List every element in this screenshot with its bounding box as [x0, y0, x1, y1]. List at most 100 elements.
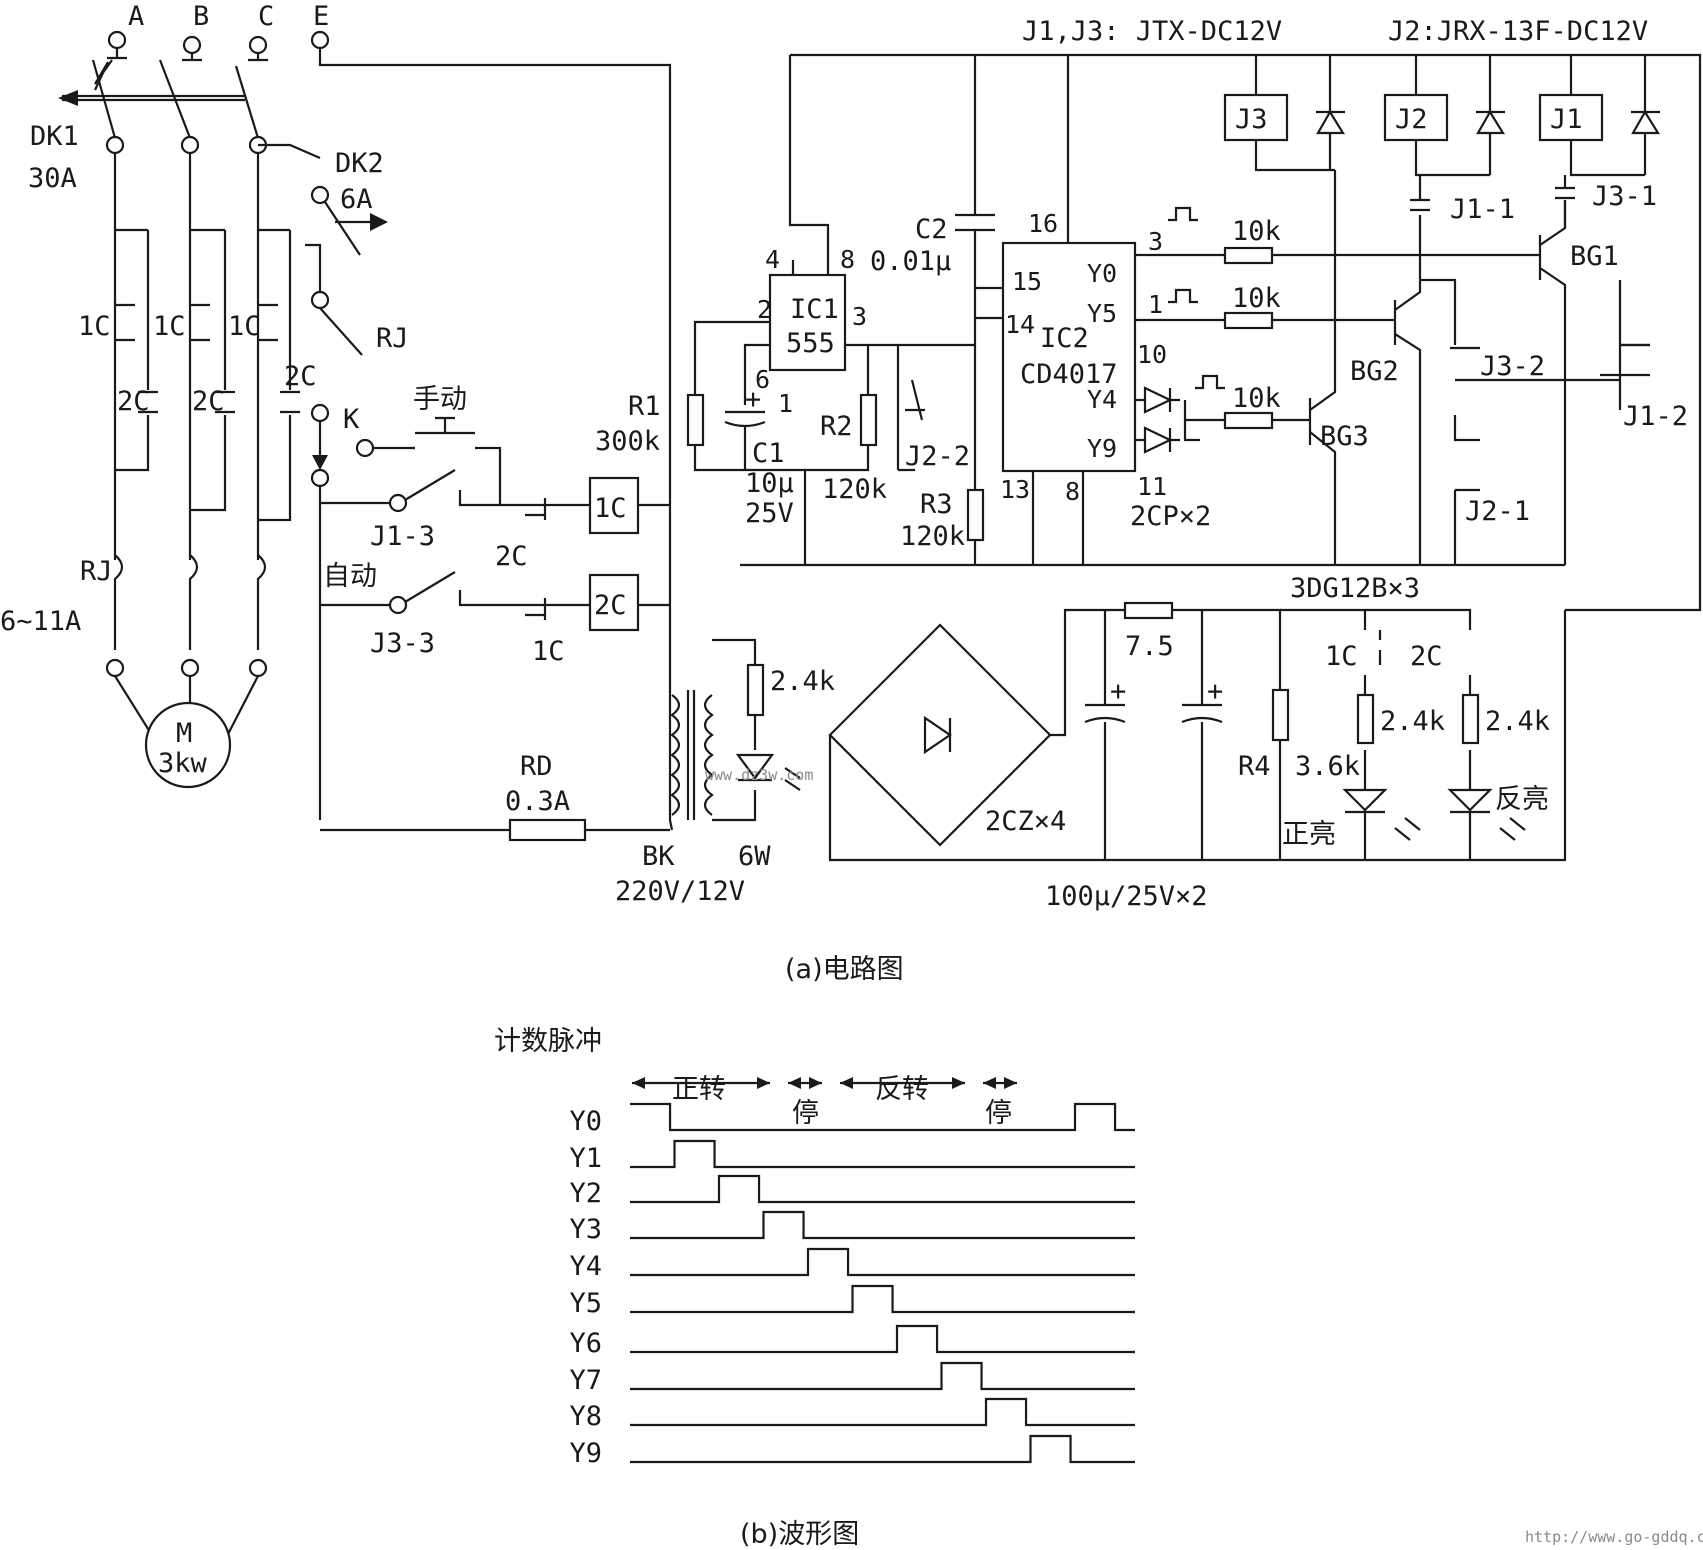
ic1-pin-6: 6: [755, 365, 770, 394]
signal-label-5: Y4: [569, 1251, 602, 1282]
r-series-label: 7.5: [1125, 631, 1174, 662]
psu-section: 2.4k www.dz3w.com 2CZ×4 7.5 + + 100μ/25V…: [705, 601, 1567, 912]
ic1-name: IC1: [790, 294, 839, 325]
r-led-fwd: [1356, 693, 1375, 745]
led-1c-label: 1C: [1325, 641, 1358, 672]
signal-label-4: Y3: [569, 1214, 602, 1245]
c1-plus: +: [745, 384, 761, 415]
ic1-pin-1: 1: [778, 389, 793, 418]
phase-stop-2: 停: [985, 1098, 1012, 1129]
ic2-pin-8: 8: [1065, 477, 1080, 506]
coil-1c: [588, 476, 640, 535]
signal-trace-6: [630, 1284, 1135, 1314]
led-power-icon: [735, 753, 775, 780]
phase-forward: 正转: [672, 1074, 726, 1105]
ic1-chip: [768, 273, 847, 372]
fuse-rd: [508, 818, 587, 842]
ic2-out-y0: Y0: [1087, 259, 1117, 288]
j1-2-label: J1-2: [1623, 401, 1688, 432]
r4-name: R4: [1238, 751, 1271, 782]
manual-label: 手动: [413, 384, 467, 415]
circuit-caption: (a)电路图: [785, 954, 904, 985]
signal-trace-7: [630, 1324, 1135, 1354]
ic2-pin-16: 16: [1028, 209, 1058, 238]
signal-label-10: Y9: [569, 1438, 602, 1469]
signal-trace-3: [630, 1174, 1135, 1204]
j3-3-label: J3-3: [370, 628, 435, 659]
auto-label: 自动: [323, 561, 377, 592]
fuse-name: RD: [520, 751, 553, 782]
relay-spec-2: J2:JRX-13F-DC12V: [1388, 16, 1648, 47]
terminal-icons: [107, 30, 330, 62]
2c-label-b: 2C: [192, 386, 225, 417]
2c-label-c: 2C: [284, 361, 317, 392]
filter-caps-label: 100μ/25V×2: [1045, 881, 1208, 912]
res-10k-y4: [1223, 411, 1274, 430]
coil-2c-label: 2C: [594, 590, 627, 621]
signal-trace-8: [630, 1361, 1135, 1391]
led-fwd-label: 正亮: [1282, 819, 1336, 850]
pulse-icon-y0: [1168, 206, 1198, 222]
c1-value: 10μ: [745, 468, 794, 499]
signal-trace-9: [630, 1397, 1135, 1427]
led-2c-label: 2C: [1410, 641, 1443, 672]
transformer-name: BK: [642, 841, 675, 872]
r4-value: 3.6k: [1295, 751, 1360, 782]
relay-j3-diode-icon: [1316, 109, 1345, 135]
ic1-model: 555: [786, 328, 835, 359]
1c-label-c: 1C: [228, 311, 261, 342]
ic2-pin-14: 14: [1005, 310, 1035, 339]
signal-trace-5: [630, 1247, 1135, 1277]
ic1-pin-2: 2: [757, 295, 772, 324]
led-fwd-icon: [1342, 788, 1388, 812]
ic1-pin-4: 4: [765, 245, 780, 274]
waveform-caption: (b)波形图: [740, 1519, 859, 1550]
ic2-pin-15: 15: [1012, 267, 1042, 296]
phase-stop-1: 停: [792, 1098, 819, 1129]
bg2-label: BG2: [1350, 356, 1399, 387]
j2-2-label: J2-2: [905, 441, 970, 472]
signal-trace-1: [630, 1102, 1135, 1132]
control-section: J1,J3: JTX-DC12V J2:JRX-13F-DC12V C2 0.0…: [686, 16, 1702, 612]
j1-3-label: J1-3: [370, 521, 435, 552]
motor-name: M: [176, 718, 192, 749]
j3-2-label: J3-2: [1480, 351, 1545, 382]
relay-j2-diode-icon: [1476, 109, 1505, 135]
cap2-plus: +: [1207, 676, 1223, 707]
c2-name: C2: [915, 214, 948, 245]
relay-j2-label: J2: [1395, 104, 1428, 135]
ic2-name: IC2: [1040, 323, 1089, 354]
signal-label-0: 计数脉冲: [494, 1026, 602, 1057]
diode-icon-a: [1143, 386, 1173, 414]
watermark-center: www.dz3w.com: [705, 766, 813, 784]
ic2-out-y4: Y4: [1087, 385, 1117, 414]
signal-label-9: Y8: [569, 1401, 602, 1432]
fuse-rating: 0.3A: [505, 786, 570, 817]
1c-nc-label: 1C: [532, 636, 565, 667]
signal-label-3: Y2: [569, 1178, 602, 1209]
waveform-lines: [630, 1102, 1135, 1464]
led-rev-icon: [1447, 788, 1493, 812]
signal-trace-4: [630, 1210, 1135, 1240]
diodes-label: 2CP×2: [1130, 501, 1211, 532]
c1-name: C1: [752, 438, 785, 469]
j2-1-label: J2-1: [1465, 496, 1530, 527]
dk2-rating: 6A: [340, 184, 373, 215]
c2-value: 0.01μ: [870, 246, 951, 277]
r4-resistor: [1271, 688, 1290, 742]
bg1-label: BG1: [1570, 241, 1619, 272]
pulse-icon-y5: [1168, 288, 1198, 304]
terminal-b-label: B: [193, 1, 209, 32]
dk2-arrow-icon: [370, 213, 388, 231]
r-led-rev: [1461, 693, 1480, 745]
r2-value: 120k: [822, 474, 887, 505]
rj-name: RJ: [80, 556, 113, 587]
bridge-label: 2CZ×4: [985, 806, 1066, 837]
transformer-voltage: 220V/12V: [615, 876, 745, 907]
coil-1c-label: 1C: [594, 493, 627, 524]
res-10k-y4-label: 10k: [1232, 383, 1281, 414]
led-light-icon: [784, 767, 801, 791]
terminal-a-label: A: [128, 1, 144, 32]
